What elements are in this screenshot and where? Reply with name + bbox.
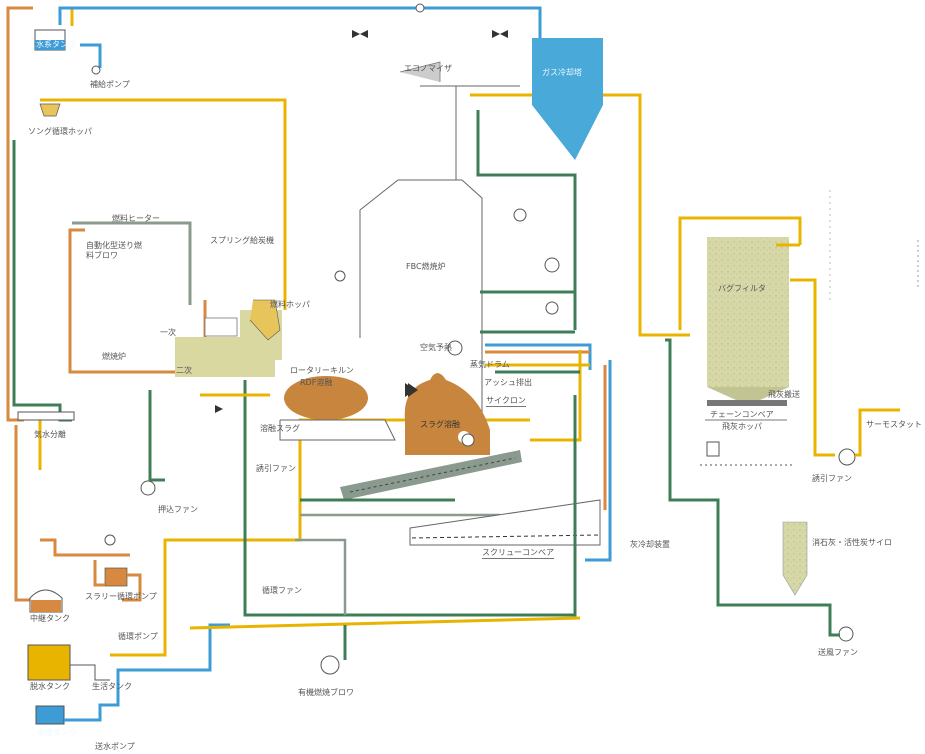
yellow-to-bag [603, 93, 690, 337]
ash-label: アッシュ排出 [484, 378, 532, 387]
rotary-kiln [284, 376, 368, 420]
clear-tank-label: 生活タンク [92, 682, 132, 691]
dust-top-label: ガス冷却塔 [542, 68, 582, 77]
top-pump-label: 補給ポンプ [90, 80, 130, 89]
bag-dust2-label: 飛灰ホッパ [722, 422, 762, 431]
feeder-chute [249, 299, 281, 341]
yellow-return-pipe [189, 616, 581, 630]
cyclone-body [532, 38, 603, 160]
feeder-label: 自動化型送り燃料ブロワ [86, 241, 142, 260]
bottom-tank [29, 589, 63, 613]
ash-conveyor [409, 499, 601, 546]
bag-silo-fan-label: 送風ファン [818, 648, 858, 657]
bag-dust-label: 飛灰搬送 [768, 390, 800, 399]
bag-filter-body [707, 237, 789, 387]
valve-marks [215, 30, 508, 413]
bag-green-pipe [665, 338, 840, 637]
slag-dome [404, 373, 490, 455]
sludge-tank-label: 脱水タンク [30, 682, 70, 691]
steam-label: 蒸気ドラム [470, 360, 510, 369]
inclined-grate [340, 450, 522, 500]
dosing-label: ソング循環ホッパ [28, 127, 92, 136]
water-tank-label: 水道タンク [37, 728, 77, 737]
yellow-dosing-pipe [40, 98, 287, 310]
circ-fan-label: 循環ファン [262, 586, 302, 595]
bag-silo-label: 消石灰・活性炭サイロ [812, 538, 892, 547]
conveyor-label: スクリューコンベア [482, 548, 554, 559]
green-mid-pipe [148, 390, 165, 482]
tray-label: 溶融スラグ [260, 424, 300, 433]
bag-name-label: バグフィルタ [718, 284, 766, 293]
rotor-label: ロータリーキルン [290, 366, 354, 375]
hopper-label: 燃料ホッパ [270, 300, 310, 309]
bag-outlet-pipe [790, 278, 835, 457]
fan-icons [104, 3, 856, 675]
bag-stack-label: サーモスタット [866, 420, 922, 429]
top-pump-icon [91, 65, 101, 75]
bed-label: 燃焼炉 [102, 352, 126, 361]
stack-pipe [855, 408, 900, 457]
sludge-unit [40, 538, 142, 602]
furnace-main-label: FBC燃焼炉 [406, 262, 446, 271]
blue-top-pipe [58, 6, 542, 45]
top-tank-label: 水系タンク [36, 40, 76, 49]
sludge-tank [27, 644, 110, 681]
furnace-outline [359, 85, 520, 420]
green-bottom-loop [243, 380, 577, 617]
water-tank [35, 623, 230, 725]
top-right-lines [470, 10, 612, 562]
cyclone-label: サイクロン [486, 396, 526, 407]
dosing-hopper [39, 103, 61, 117]
air-label: 空気予熱 [420, 343, 452, 352]
sludge-pump-label: スラリー循環ポンプ [85, 592, 157, 601]
feed-pipe-label: 燃料ヒーター [112, 214, 160, 223]
orange-loop-pipe [6, 6, 33, 422]
spring-label: スプリング給炭機 [210, 236, 274, 245]
bag-filter-hopper [707, 387, 789, 400]
bag-fan-label: 誘引ファン [812, 474, 852, 483]
drum-bar [17, 411, 75, 421]
top-gray-feed [399, 61, 441, 82]
dome-label: スラグ溶融 [420, 420, 460, 429]
green-loop-pipe [12, 140, 24, 407]
bag-small-box [706, 441, 720, 457]
fan2-label: 誘引ファン [256, 464, 296, 473]
water-pump-label: 送水ポンプ [95, 742, 135, 751]
tray2-label: 灰冷却装置 [630, 540, 670, 549]
bag-filter-base [707, 400, 787, 406]
blue-to-pump [80, 43, 102, 68]
drum-label: 気水分離 [34, 430, 66, 439]
bag-inlet-pipe [678, 216, 802, 330]
gray-feed-pipe [72, 221, 192, 305]
stage-b-label: 二次 [176, 366, 192, 375]
left-pipes [6, 6, 542, 602]
clear-pump-label: 循環ポンプ [118, 632, 158, 641]
bottom-tank-label: 中継タンク [30, 614, 70, 623]
bag-chain-label: チェーンコンベア [710, 410, 774, 419]
orange-down-pipe [14, 425, 35, 602]
blower-label: 有機燃焼ブロワ [298, 688, 354, 697]
silo-body [782, 521, 808, 596]
top-tank [34, 29, 66, 51]
econ-label: エコノマイザ [404, 64, 452, 73]
stage-a-label: 一次 [160, 328, 176, 337]
kiln-white-tray [279, 419, 396, 441]
gray-bottom-pipe [295, 538, 347, 615]
fan-label: 押込ファン [158, 505, 198, 514]
feed-white-box [204, 317, 238, 337]
rotor-sub-label: RDF溶融 [300, 378, 333, 387]
